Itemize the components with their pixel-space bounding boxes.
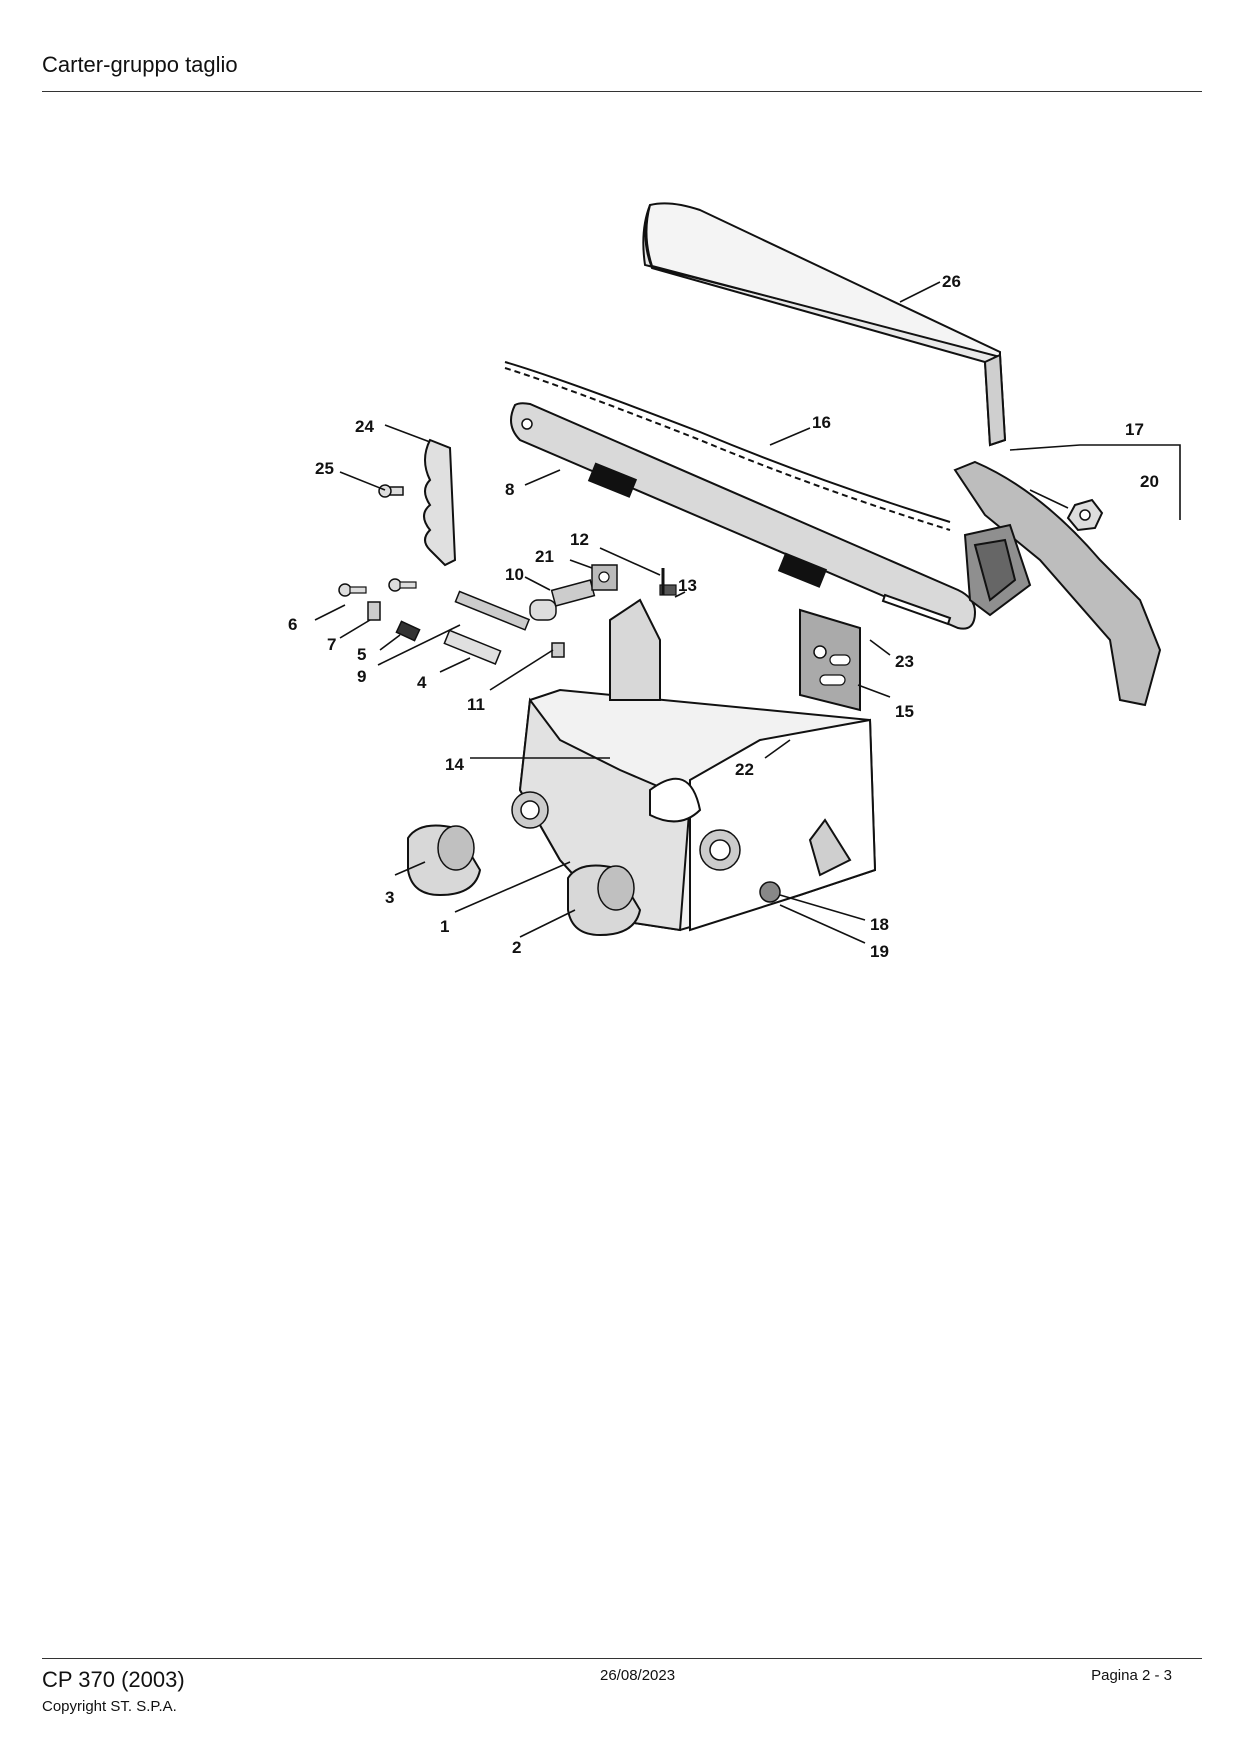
page-number: Pagina 2 - 3 [1091,1667,1172,1684]
callout-15: 15 [895,702,914,721]
page-title: Carter-gruppo taglio [42,52,238,77]
header-divider [42,91,1202,92]
bumper-spike-part [423,438,457,567]
model-label: CP 370 (2003) [42,1667,185,1692]
callout-7: 7 [327,635,336,654]
callout-12: 12 [570,530,589,549]
callout-20: 20 [1140,472,1159,491]
callout-21: 21 [535,547,554,566]
screw-25-part [378,484,404,498]
knob-3-part [407,824,482,897]
callout-22: 22 [735,760,754,779]
callout-8: 8 [505,480,514,499]
callout-1: 1 [440,917,449,936]
plate-15-part [799,608,861,712]
callout-18: 18 [870,915,889,934]
tensioner-parts [443,564,677,665]
callout-26: 26 [942,272,961,291]
knob-2-part [567,864,642,937]
leader-lines [314,281,1181,944]
copyright-text: Copyright ST. S.P.A. [42,1698,177,1715]
callout-19: 19 [870,942,889,961]
callout-9: 9 [357,667,366,686]
callout-6: 6 [288,615,297,634]
callout-14: 14 [445,755,464,774]
callout-10: 10 [505,565,524,584]
callout-3: 3 [385,888,394,907]
callout-11: 11 [467,695,485,714]
callout-17: 17 [1125,420,1144,439]
callout-24: 24 [355,417,374,436]
print-date: 26/08/2023 [600,1667,676,1684]
exploded-parts-diagram: 26 16 17 20 24 25 8 12 21 10 13 6 7 5 9 … [288,202,1181,961]
bar-cover-part [642,202,1007,447]
callout-5: 5 [357,645,366,664]
sprocket-cover-part [953,460,1162,707]
nut-part [1066,498,1104,532]
callout-4: 4 [417,673,427,692]
chain-part [504,361,951,531]
callout-23: 23 [895,652,914,671]
callout-2: 2 [512,938,521,957]
small-screws-part [338,578,421,642]
callout-16: 16 [812,413,831,432]
callout-25: 25 [315,459,334,478]
footer-divider [42,1658,1202,1659]
callout-13: 13 [678,576,697,595]
guide-bar-part [510,402,977,630]
